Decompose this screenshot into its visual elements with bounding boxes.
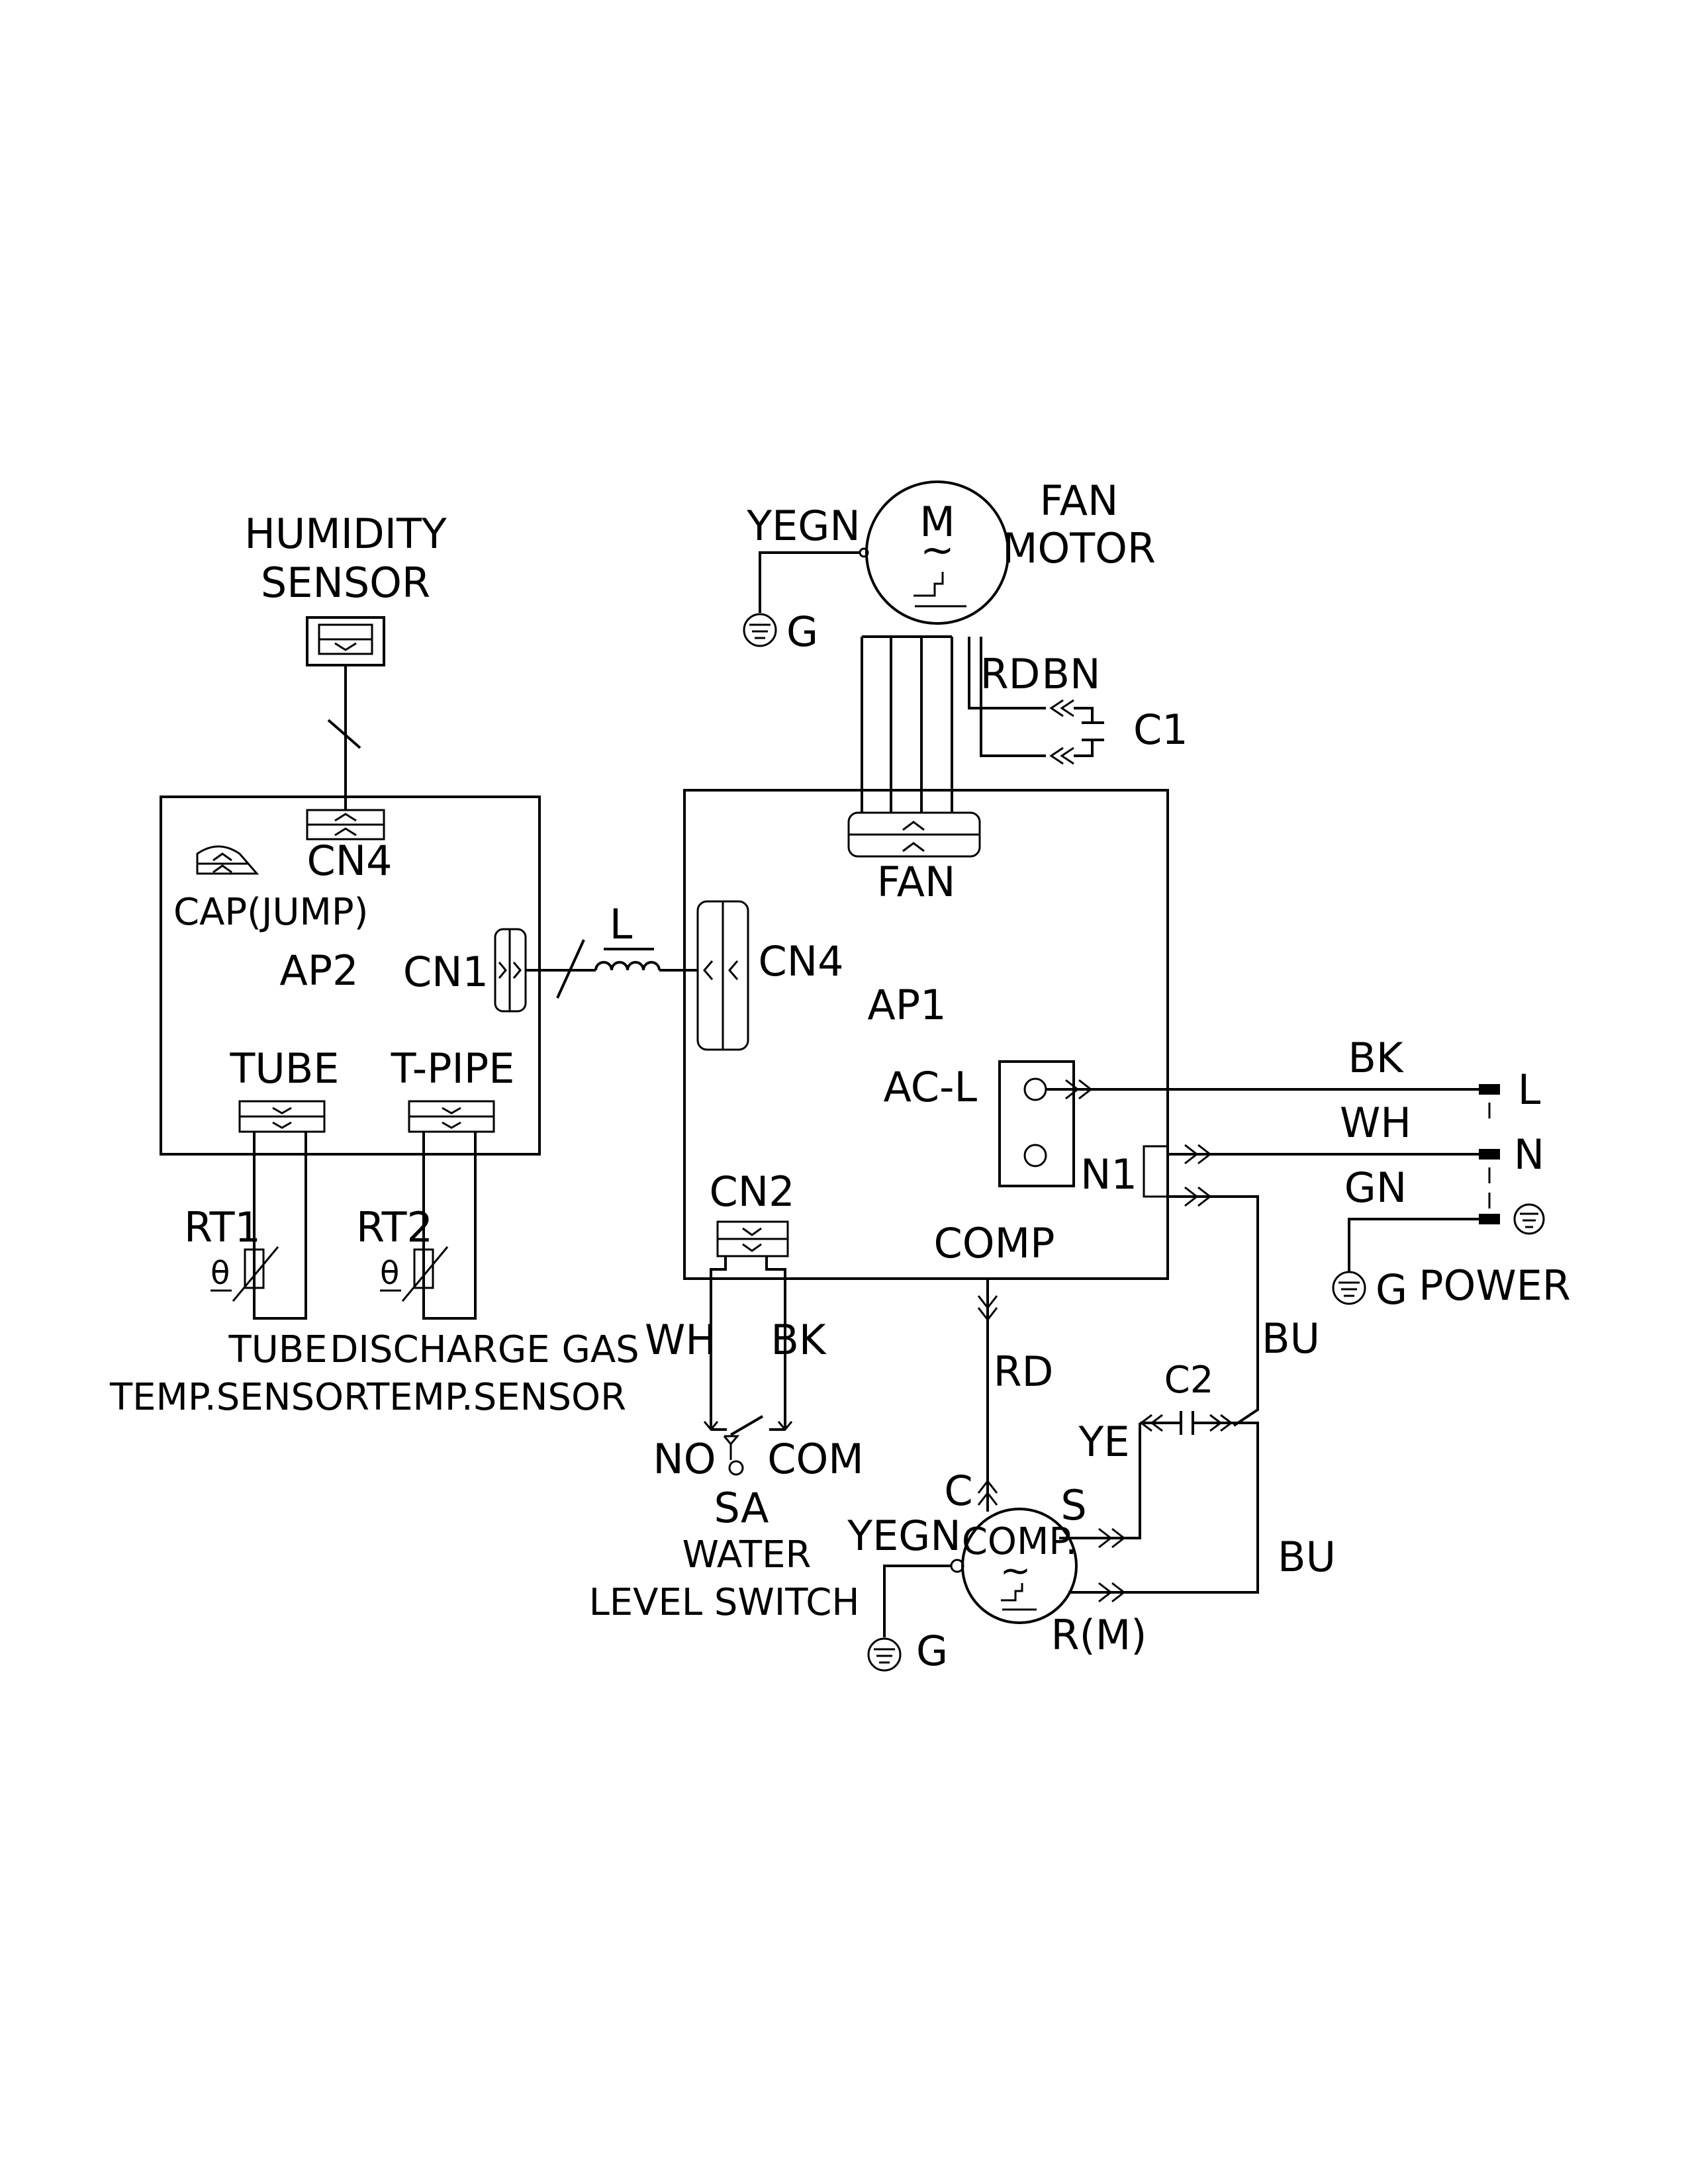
comp-rm-label: R(M) (1051, 1611, 1147, 1659)
fan-ground-icon (743, 613, 777, 647)
humidity-sensor: HUMIDITY SENSOR (244, 510, 447, 810)
tube-temp-sensor: RT1 θ TUBE TEMP.SENSOR (109, 1132, 369, 1419)
comp-bu-bottom-wire (1099, 1422, 1259, 1594)
power-n-label: N (1514, 1130, 1544, 1179)
power-l-label: L (1518, 1066, 1541, 1114)
discharge-temp-sensor: RT2 θ DISCHARGE GAS TEMP.SENSOR (330, 1132, 639, 1419)
fan-yegn-label: YEGN (746, 502, 860, 550)
comp-ground-icon (867, 1637, 902, 1672)
comp-bu-top-wire (1168, 1195, 1259, 1427)
power-wh-label: WH (1340, 1099, 1411, 1147)
inductor-label: L (610, 900, 633, 948)
switch-bk-label: BK (771, 1316, 827, 1364)
comp-bu-bottom-label: BU (1278, 1533, 1336, 1581)
rt2-theta: θ (380, 1255, 399, 1292)
cap-jump-symbol (196, 845, 259, 875)
ap2-board: CN4 CAP(JUMP) AP2 CN1 TUBE T-PIPE (160, 796, 541, 1156)
discharge-sensor-label-1: DISCHARGE GAS (330, 1328, 639, 1371)
water-level-label-2: LEVEL SWITCH (589, 1581, 860, 1624)
acl-terminal-block (998, 1060, 1075, 1187)
ap2-cn4-label: CN4 (306, 837, 392, 885)
comp-yegn-label: YEGN (847, 1512, 961, 1560)
inductor-coil (594, 961, 661, 971)
water-level-label-1: WATER (682, 1533, 812, 1576)
power-ground-icon (1332, 1271, 1366, 1305)
rt2-thermistor (413, 1248, 434, 1289)
c1-label: C1 (1133, 705, 1188, 754)
comp-bu-top-label: BU (1262, 1314, 1320, 1363)
power-g-label: G (1376, 1265, 1407, 1314)
ap1-board: AP1 CN4 FAN AC-L N1 CN2 COMP (683, 789, 1169, 1280)
comp-g-label: G (916, 1627, 948, 1675)
acl-label: AC-L (883, 1063, 977, 1111)
comp-connector-label: COMP (934, 1219, 1055, 1267)
power-label: POWER (1419, 1261, 1571, 1310)
ap2-outline (160, 796, 541, 1156)
switch-contact (729, 1415, 764, 1436)
power-bk-label: BK (1348, 1034, 1404, 1082)
cap-jump-label: CAP(JUMP) (173, 891, 368, 934)
fan-motor-protector (914, 572, 944, 597)
rt1-thermistor (244, 1248, 265, 1289)
compressor-circuit: RD BU C2 YE BU COMP. ~ C S R(M) (847, 1186, 1336, 1675)
comp-c-label: C (944, 1467, 972, 1515)
tube-connector-label: TUBE (230, 1044, 340, 1093)
switch-wh-label: WH (645, 1316, 716, 1364)
humidity-sensor-label-1: HUMIDITY (244, 510, 447, 558)
compressor-protector (1001, 1583, 1023, 1602)
fan-motor-circle (865, 480, 1009, 625)
compressor-label: COMP. (962, 1520, 1077, 1563)
fan-motor-m: M (919, 498, 955, 546)
power-input: BK WH GN L N G POWER (1046, 1034, 1571, 1314)
switch-sa-label: SA (714, 1484, 769, 1532)
switch-com-label: COM (767, 1435, 864, 1483)
discharge-sensor-label-2: TEMP.SENSOR (366, 1376, 626, 1419)
power-earth-icon (1513, 1203, 1545, 1235)
switch-no-label: NO (653, 1435, 716, 1483)
ap2-label: AP2 (279, 946, 358, 995)
c2-label: C2 (1164, 1359, 1214, 1402)
fan-bn-label: BN (1042, 650, 1101, 698)
n1-terminal (1143, 1145, 1169, 1198)
comp-s-label: S (1060, 1481, 1086, 1529)
fan-rd-label: RD (980, 650, 1041, 698)
rt1-label: RT1 (184, 1203, 261, 1251)
fan-connector-label: FAN (877, 858, 956, 906)
rt1-theta: θ (211, 1255, 230, 1292)
fan-motor-label-1: FAN (1040, 477, 1119, 525)
fan-g-label: G (786, 608, 818, 656)
water-level-switch: WH BK NO COM SA WATER LEVEL SWITCH (589, 1256, 864, 1624)
ap1-cn4-label: CN4 (758, 937, 843, 985)
tube-sensor-label-2: TEMP.SENSOR (109, 1376, 369, 1419)
tpipe-connector-label: T-PIPE (391, 1044, 515, 1093)
humidity-sensor-label-2: SENSOR (261, 559, 430, 607)
ap1-outline (683, 789, 1169, 1280)
cn2-label: CN2 (709, 1167, 794, 1216)
power-gn-label: GN (1344, 1163, 1407, 1212)
tube-sensor-label-1: TUBE (228, 1328, 328, 1371)
comp-rd-label: RD (994, 1347, 1054, 1396)
fan-motor: M ~ FAN MOTOR C1 RD BN YEGN G (743, 477, 1188, 813)
fan-motor-tilde: ~ (920, 525, 955, 574)
ap2-cn1-label: CN1 (403, 948, 489, 996)
compressor-tilde: ~ (1000, 1549, 1031, 1592)
fan-motor-label-2: MOTOR (1002, 524, 1156, 572)
n1-label: N1 (1080, 1150, 1137, 1199)
rt2-label: RT2 (356, 1203, 433, 1251)
comp-ye-label: YE (1078, 1418, 1129, 1466)
inductor-link: L (526, 900, 698, 999)
ap1-label: AP1 (867, 981, 946, 1029)
